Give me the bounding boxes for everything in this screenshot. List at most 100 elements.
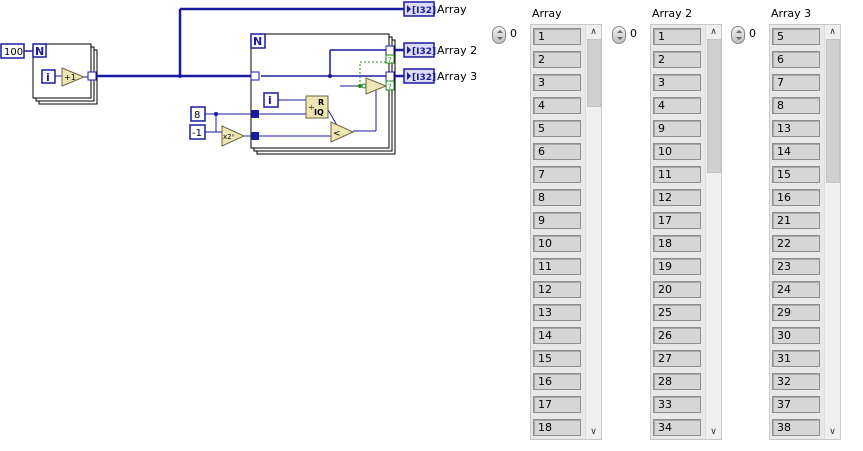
- array-element[interactable]: 32: [772, 373, 820, 390]
- scroll-thumb[interactable]: [826, 39, 840, 183]
- array-element[interactable]: 16: [772, 189, 820, 206]
- index-display[interactable]: 0: [747, 25, 769, 43]
- array-element[interactable]: 23: [772, 258, 820, 275]
- array-element[interactable]: 33: [653, 396, 701, 413]
- iteration-terminal-1[interactable]: i: [41, 69, 56, 84]
- scroll-down-arrow-icon[interactable]: ∨: [710, 427, 717, 437]
- not-function[interactable]: [361, 77, 388, 95]
- array-element[interactable]: 25: [653, 304, 701, 321]
- array-element[interactable]: 37: [772, 396, 820, 413]
- array-element[interactable]: 5: [533, 120, 581, 137]
- array-element[interactable]: 10: [533, 235, 581, 252]
- array-element[interactable]: 10: [653, 143, 701, 160]
- array-element[interactable]: 12: [653, 189, 701, 206]
- array-element[interactable]: 38: [772, 419, 820, 436]
- scroll-up-arrow-icon[interactable]: ∧: [590, 27, 597, 37]
- shift-register-tunnel-2[interactable]: [251, 132, 259, 140]
- array-element[interactable]: 21: [772, 212, 820, 229]
- array-element[interactable]: 14: [772, 143, 820, 160]
- array-element[interactable]: 34: [653, 419, 701, 436]
- array-element[interactable]: 26: [653, 327, 701, 344]
- less-than-function[interactable]: <: [330, 121, 355, 143]
- increment-function[interactable]: +1: [61, 67, 86, 87]
- array-element[interactable]: 5: [772, 28, 820, 45]
- array-element[interactable]: 29: [772, 304, 820, 321]
- array-element[interactable]: 6: [772, 51, 820, 68]
- array-element[interactable]: 27: [653, 350, 701, 367]
- index-spinner[interactable]: [492, 26, 506, 44]
- array-element[interactable]: 15: [772, 166, 820, 183]
- array-element[interactable]: 13: [772, 120, 820, 137]
- index-display[interactable]: 0: [508, 25, 530, 43]
- array-element[interactable]: 17: [653, 212, 701, 229]
- vertical-scrollbar[interactable]: ∧ ∨: [585, 25, 601, 439]
- array-element[interactable]: 4: [653, 97, 701, 114]
- array-element[interactable]: 4: [533, 97, 581, 114]
- svg-text:[I32]: [I32]: [412, 47, 436, 57]
- svg-text:IQ: IQ: [314, 108, 324, 117]
- constant-minus-1[interactable]: -1: [189, 124, 206, 140]
- constant-8[interactable]: 8: [190, 106, 206, 122]
- array-element[interactable]: 28: [653, 373, 701, 390]
- index-display[interactable]: 0: [628, 25, 650, 43]
- vertical-scrollbar[interactable]: ∧ ∨: [824, 25, 840, 439]
- array-element[interactable]: 8: [772, 97, 820, 114]
- array-element[interactable]: 2: [653, 51, 701, 68]
- array-element[interactable]: 2: [533, 51, 581, 68]
- array-element[interactable]: 7: [772, 74, 820, 91]
- quotient-remainder-function[interactable]: R IQ ÷: [305, 95, 329, 119]
- array-element[interactable]: 14: [533, 327, 581, 344]
- indicator-terminal-array[interactable]: [I32]: [403, 1, 436, 17]
- conditional-tunnel-2[interactable]: ?: [385, 71, 395, 91]
- count-terminal-1[interactable]: N: [32, 43, 47, 58]
- power-of-2-function[interactable]: x2ⁿ: [221, 125, 246, 147]
- scroll-down-arrow-icon[interactable]: ∨: [829, 427, 836, 437]
- array-element[interactable]: 9: [653, 120, 701, 137]
- array-element[interactable]: 22: [772, 235, 820, 252]
- scroll-thumb[interactable]: [707, 39, 721, 173]
- iteration-terminal-2[interactable]: i: [263, 92, 279, 108]
- array-element[interactable]: 19: [653, 258, 701, 275]
- auto-index-tunnel-1[interactable]: [87, 71, 97, 81]
- array-element[interactable]: 3: [533, 74, 581, 91]
- array-element[interactable]: 1: [653, 28, 701, 45]
- array-element[interactable]: 6: [533, 143, 581, 160]
- shift-register-tunnel-1[interactable]: [251, 110, 259, 118]
- for-loop-2[interactable]: [250, 33, 396, 155]
- scroll-up-arrow-icon[interactable]: ∧: [710, 27, 717, 37]
- array-element[interactable]: 12: [533, 281, 581, 298]
- indicator-terminal-array-3[interactable]: [I32]: [403, 68, 436, 84]
- array-element[interactable]: 18: [653, 235, 701, 252]
- scroll-down-arrow-icon[interactable]: ∨: [590, 427, 597, 437]
- array-element[interactable]: 31: [772, 350, 820, 367]
- array-element[interactable]: 15: [533, 350, 581, 367]
- index-spinner[interactable]: [731, 26, 745, 44]
- count-terminal-2[interactable]: N: [250, 33, 266, 49]
- array-element[interactable]: 16: [533, 373, 581, 390]
- indicator-label-array-2: Array 2: [437, 44, 478, 57]
- array-element[interactable]: 18: [533, 419, 581, 436]
- array-element[interactable]: 30: [772, 327, 820, 344]
- array-element[interactable]: 20: [653, 281, 701, 298]
- svg-text:N: N: [35, 45, 44, 58]
- array-element[interactable]: 9: [533, 212, 581, 229]
- vertical-scrollbar[interactable]: ∧ ∨: [705, 25, 721, 439]
- scroll-thumb[interactable]: [587, 39, 601, 107]
- scroll-up-arrow-icon[interactable]: ∧: [829, 27, 836, 37]
- indicator-terminal-array-2[interactable]: [I32]: [403, 42, 436, 58]
- array-element[interactable]: 1: [533, 28, 581, 45]
- constant-100[interactable]: 100: [0, 43, 25, 59]
- array-element[interactable]: 11: [533, 258, 581, 275]
- array-element[interactable]: 24: [772, 281, 820, 298]
- auto-index-tunnel-2[interactable]: [250, 71, 260, 81]
- array-element[interactable]: 11: [653, 166, 701, 183]
- array-element[interactable]: 3: [653, 74, 701, 91]
- index-spinner[interactable]: [612, 26, 626, 44]
- array-element[interactable]: 17: [533, 396, 581, 413]
- array-element[interactable]: 13: [533, 304, 581, 321]
- conditional-tunnel-1[interactable]: ?: [385, 45, 395, 64]
- array-element[interactable]: 7: [533, 166, 581, 183]
- array-element[interactable]: 8: [533, 189, 581, 206]
